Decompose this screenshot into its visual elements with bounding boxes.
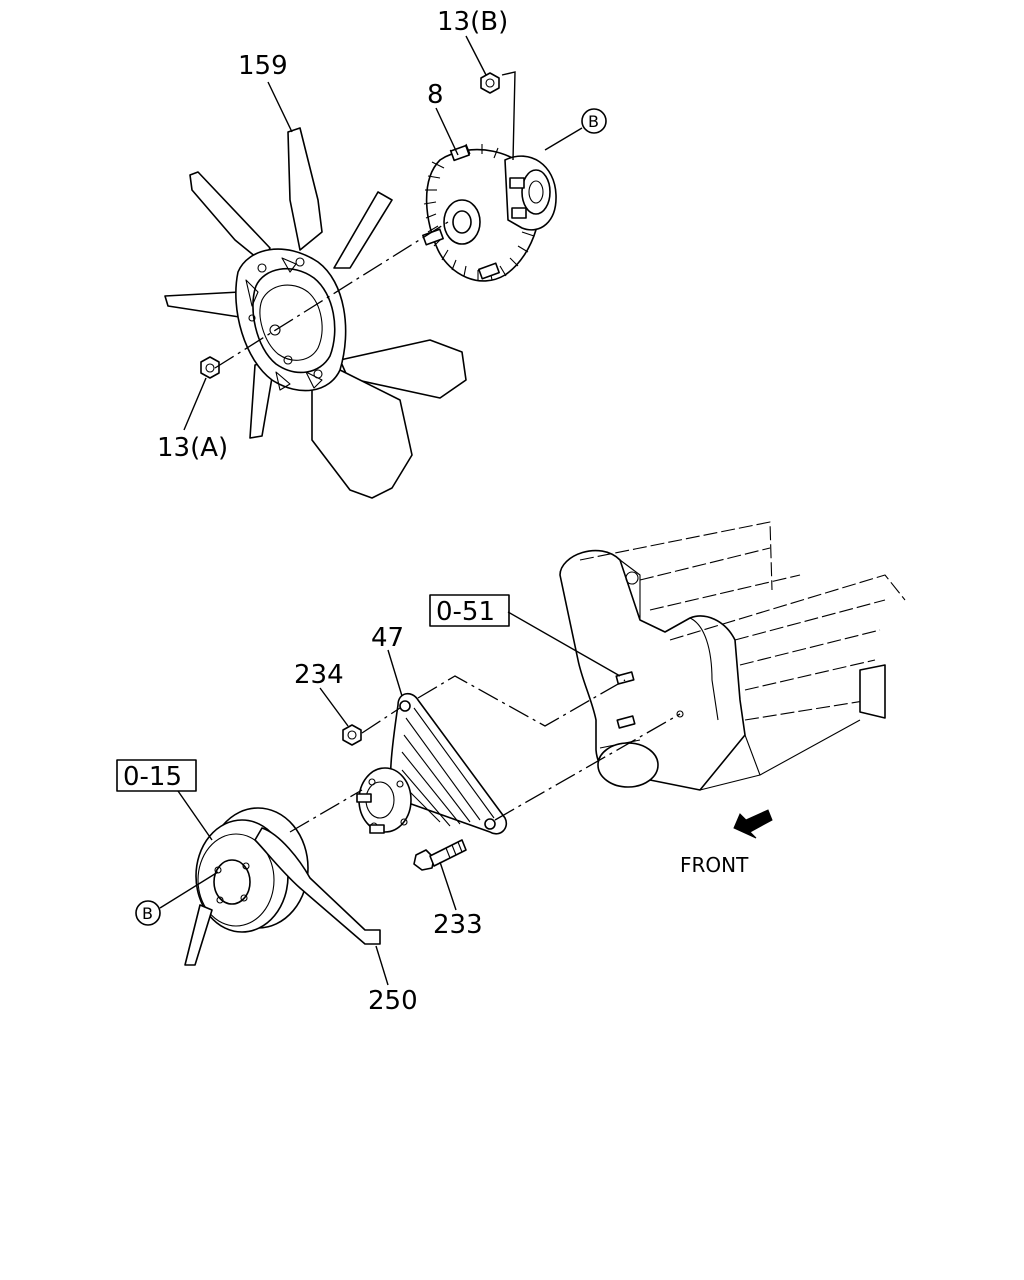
label-13a: 13(A) <box>157 433 228 463</box>
leader-47 <box>387 649 403 697</box>
leader-b-bottom <box>159 871 219 909</box>
leader-233 <box>439 861 457 911</box>
ref-box-015-text: 0-15 <box>123 762 182 792</box>
assembly-line-nut-b <box>501 71 516 161</box>
front-label: FRONT <box>680 853 749 877</box>
ref-circle-b-top: B <box>581 108 607 134</box>
label-159: 159 <box>238 51 288 81</box>
label-47: 47 <box>371 623 404 653</box>
leader-8 <box>435 107 459 156</box>
label-8: 8 <box>427 80 444 110</box>
leader-13a <box>183 377 207 431</box>
fan-bracket <box>356 692 508 835</box>
label-233: 233 <box>433 910 483 940</box>
bolt-233 <box>413 839 467 871</box>
ref-box-015: 0-15 <box>116 759 197 792</box>
nut-234 <box>342 724 362 746</box>
leader-250 <box>375 945 389 986</box>
ref-box-051: 0-51 <box>429 594 510 627</box>
assembly-line-bracket-block <box>494 713 681 821</box>
drive-belt <box>184 827 381 966</box>
label-250: 250 <box>368 986 418 1016</box>
assembly-line-051 <box>417 675 626 727</box>
cooling-fan <box>164 127 467 499</box>
label-234: 234 <box>294 660 344 690</box>
leader-13b <box>465 35 487 76</box>
front-arrow-icon <box>733 809 773 839</box>
leader-b-top <box>544 127 583 151</box>
assembly-line-234 <box>361 707 401 734</box>
ref-circle-b-bottom: B <box>135 900 161 926</box>
leader-051 <box>507 611 621 677</box>
engine-block <box>559 521 906 791</box>
ref-box-051-text: 0-51 <box>436 597 495 627</box>
ref-circle-b-bottom-text: B <box>142 904 153 923</box>
leader-159 <box>267 81 293 133</box>
nut-13a <box>200 356 220 379</box>
label-13b: 13(B) <box>437 7 508 37</box>
assembly-line-fan-clutch <box>214 221 449 369</box>
fan-clutch <box>422 143 557 282</box>
nut-13b <box>480 72 500 94</box>
leader-234 <box>319 687 349 727</box>
ref-circle-b-top-text: B <box>588 112 599 131</box>
assembly-line-pulley-hub <box>289 789 363 833</box>
leader-015 <box>177 790 213 841</box>
